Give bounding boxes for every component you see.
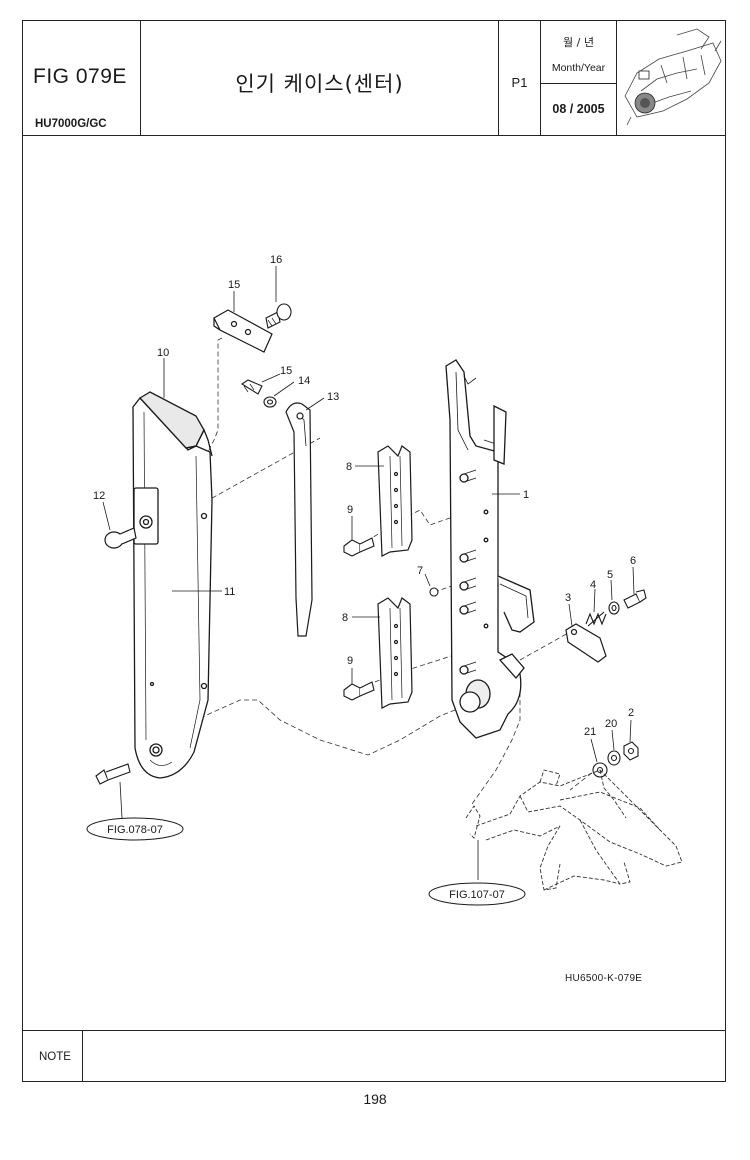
ref-fig-078-07-label: FIG.078-07 bbox=[107, 824, 163, 836]
callout-14: 14 bbox=[298, 375, 310, 387]
part-6-bolt bbox=[623, 589, 647, 609]
callout-9-lower: 9 bbox=[347, 655, 353, 667]
page-title: 인기 케이스(센터) bbox=[235, 72, 404, 96]
part-3-lever bbox=[565, 623, 607, 663]
callout-7: 7 bbox=[417, 565, 423, 577]
part-10-cover bbox=[132, 391, 213, 779]
ref-chassis-frame bbox=[465, 769, 683, 891]
part-8-rail-lower bbox=[377, 597, 413, 709]
part-12-knob bbox=[104, 527, 137, 549]
fig-cell: FIG 079E HU7000G/GC bbox=[23, 21, 141, 135]
callout-5: 5 bbox=[607, 569, 613, 581]
part-13-link-bar bbox=[285, 402, 313, 637]
callout-13: 13 bbox=[327, 391, 339, 403]
date-divider bbox=[541, 83, 616, 84]
callout-12: 12 bbox=[93, 490, 105, 502]
part-15-bolt bbox=[240, 379, 263, 395]
guide-2-frame bbox=[569, 767, 599, 791]
ref-fig-107-07-label: FIG.107-07 bbox=[449, 889, 505, 901]
note-label: NOTE bbox=[39, 1051, 71, 1063]
part-8-rail-upper bbox=[377, 445, 413, 557]
callout-16: 15 bbox=[228, 279, 240, 291]
part-17-bolt bbox=[265, 303, 292, 329]
callout-1: 1 bbox=[523, 489, 529, 501]
callout-20: 20 bbox=[605, 718, 617, 730]
note-row: NOTE bbox=[23, 1030, 725, 1082]
guide-16-10 bbox=[207, 337, 223, 453]
callout-11: 11 bbox=[224, 586, 235, 598]
callout-17: 16 bbox=[270, 254, 282, 266]
callout-9-upper: 9 bbox=[347, 504, 353, 516]
note-label-cell: NOTE bbox=[23, 1031, 83, 1082]
date-label-kr: 월 / 년 bbox=[563, 36, 594, 49]
page-frame: FIG 079E HU7000G/GC 인기 케이스(센터) P1 월 / 년 … bbox=[22, 20, 726, 1082]
callout-3: 3 bbox=[565, 592, 571, 604]
model-code: HU7000G/GC bbox=[35, 118, 107, 130]
date-cell: 월 / 년 Month/Year 08 / 2005 bbox=[541, 21, 617, 135]
callout-8-upper: 8 bbox=[346, 461, 352, 473]
page-number: 198 bbox=[363, 1091, 387, 1107]
guide-9-8 bbox=[359, 507, 479, 546]
title-block: FIG 079E HU7000G/GC 인기 케이스(센터) P1 월 / 년 … bbox=[23, 21, 725, 136]
date-value: 08 / 2005 bbox=[552, 102, 605, 116]
date-label-en: Month/Year bbox=[551, 62, 606, 74]
drawing-code: HU6500-K-079E bbox=[565, 973, 642, 984]
callout-8-lower: 8 bbox=[342, 612, 348, 624]
callout-4: 4 bbox=[590, 579, 596, 591]
ref-fig-107-07[interactable]: FIG.107-07 bbox=[428, 882, 526, 906]
part-16-bracket bbox=[213, 309, 273, 353]
fig-code: FIG 079E bbox=[33, 65, 127, 88]
part-20-washer bbox=[607, 750, 621, 766]
callout-labels: 16 15 10 15 14 13 12 8 9 1 7 11 8 9 3 4 … bbox=[93, 254, 636, 738]
guide-11-13 bbox=[204, 437, 321, 503]
part-5-washer bbox=[608, 601, 620, 615]
page-code-cell: P1 bbox=[499, 21, 541, 135]
assembly-guides bbox=[199, 337, 599, 805]
part-1-main-frame bbox=[445, 359, 535, 739]
guide-1-11 bbox=[199, 699, 471, 756]
page-code: P1 bbox=[511, 75, 528, 90]
ref-fig-078-07[interactable]: FIG.078-07 bbox=[86, 817, 184, 841]
part-2-nut bbox=[623, 741, 639, 761]
title-cell: 인기 케이스(센터) bbox=[141, 21, 499, 135]
part-9-bolt-upper bbox=[343, 537, 375, 557]
machine-thumbnail-icon bbox=[624, 28, 722, 126]
ref-bolt-078 bbox=[95, 763, 131, 785]
callout-2: 2 bbox=[628, 707, 634, 719]
machine-thumbnail bbox=[617, 21, 725, 135]
callout-10: 10 bbox=[157, 347, 169, 359]
leader-lines bbox=[102, 266, 635, 880]
part-7-pin bbox=[429, 587, 439, 597]
callout-6: 6 bbox=[630, 555, 636, 567]
guide-frame-1 bbox=[471, 676, 521, 805]
part-4-spring bbox=[585, 611, 607, 627]
guide-3-1 bbox=[519, 631, 571, 661]
part-9-bolt-lower bbox=[343, 681, 375, 701]
callout-15: 15 bbox=[280, 365, 292, 377]
callout-21: 21 bbox=[584, 726, 596, 738]
part-14-washer bbox=[263, 396, 277, 408]
